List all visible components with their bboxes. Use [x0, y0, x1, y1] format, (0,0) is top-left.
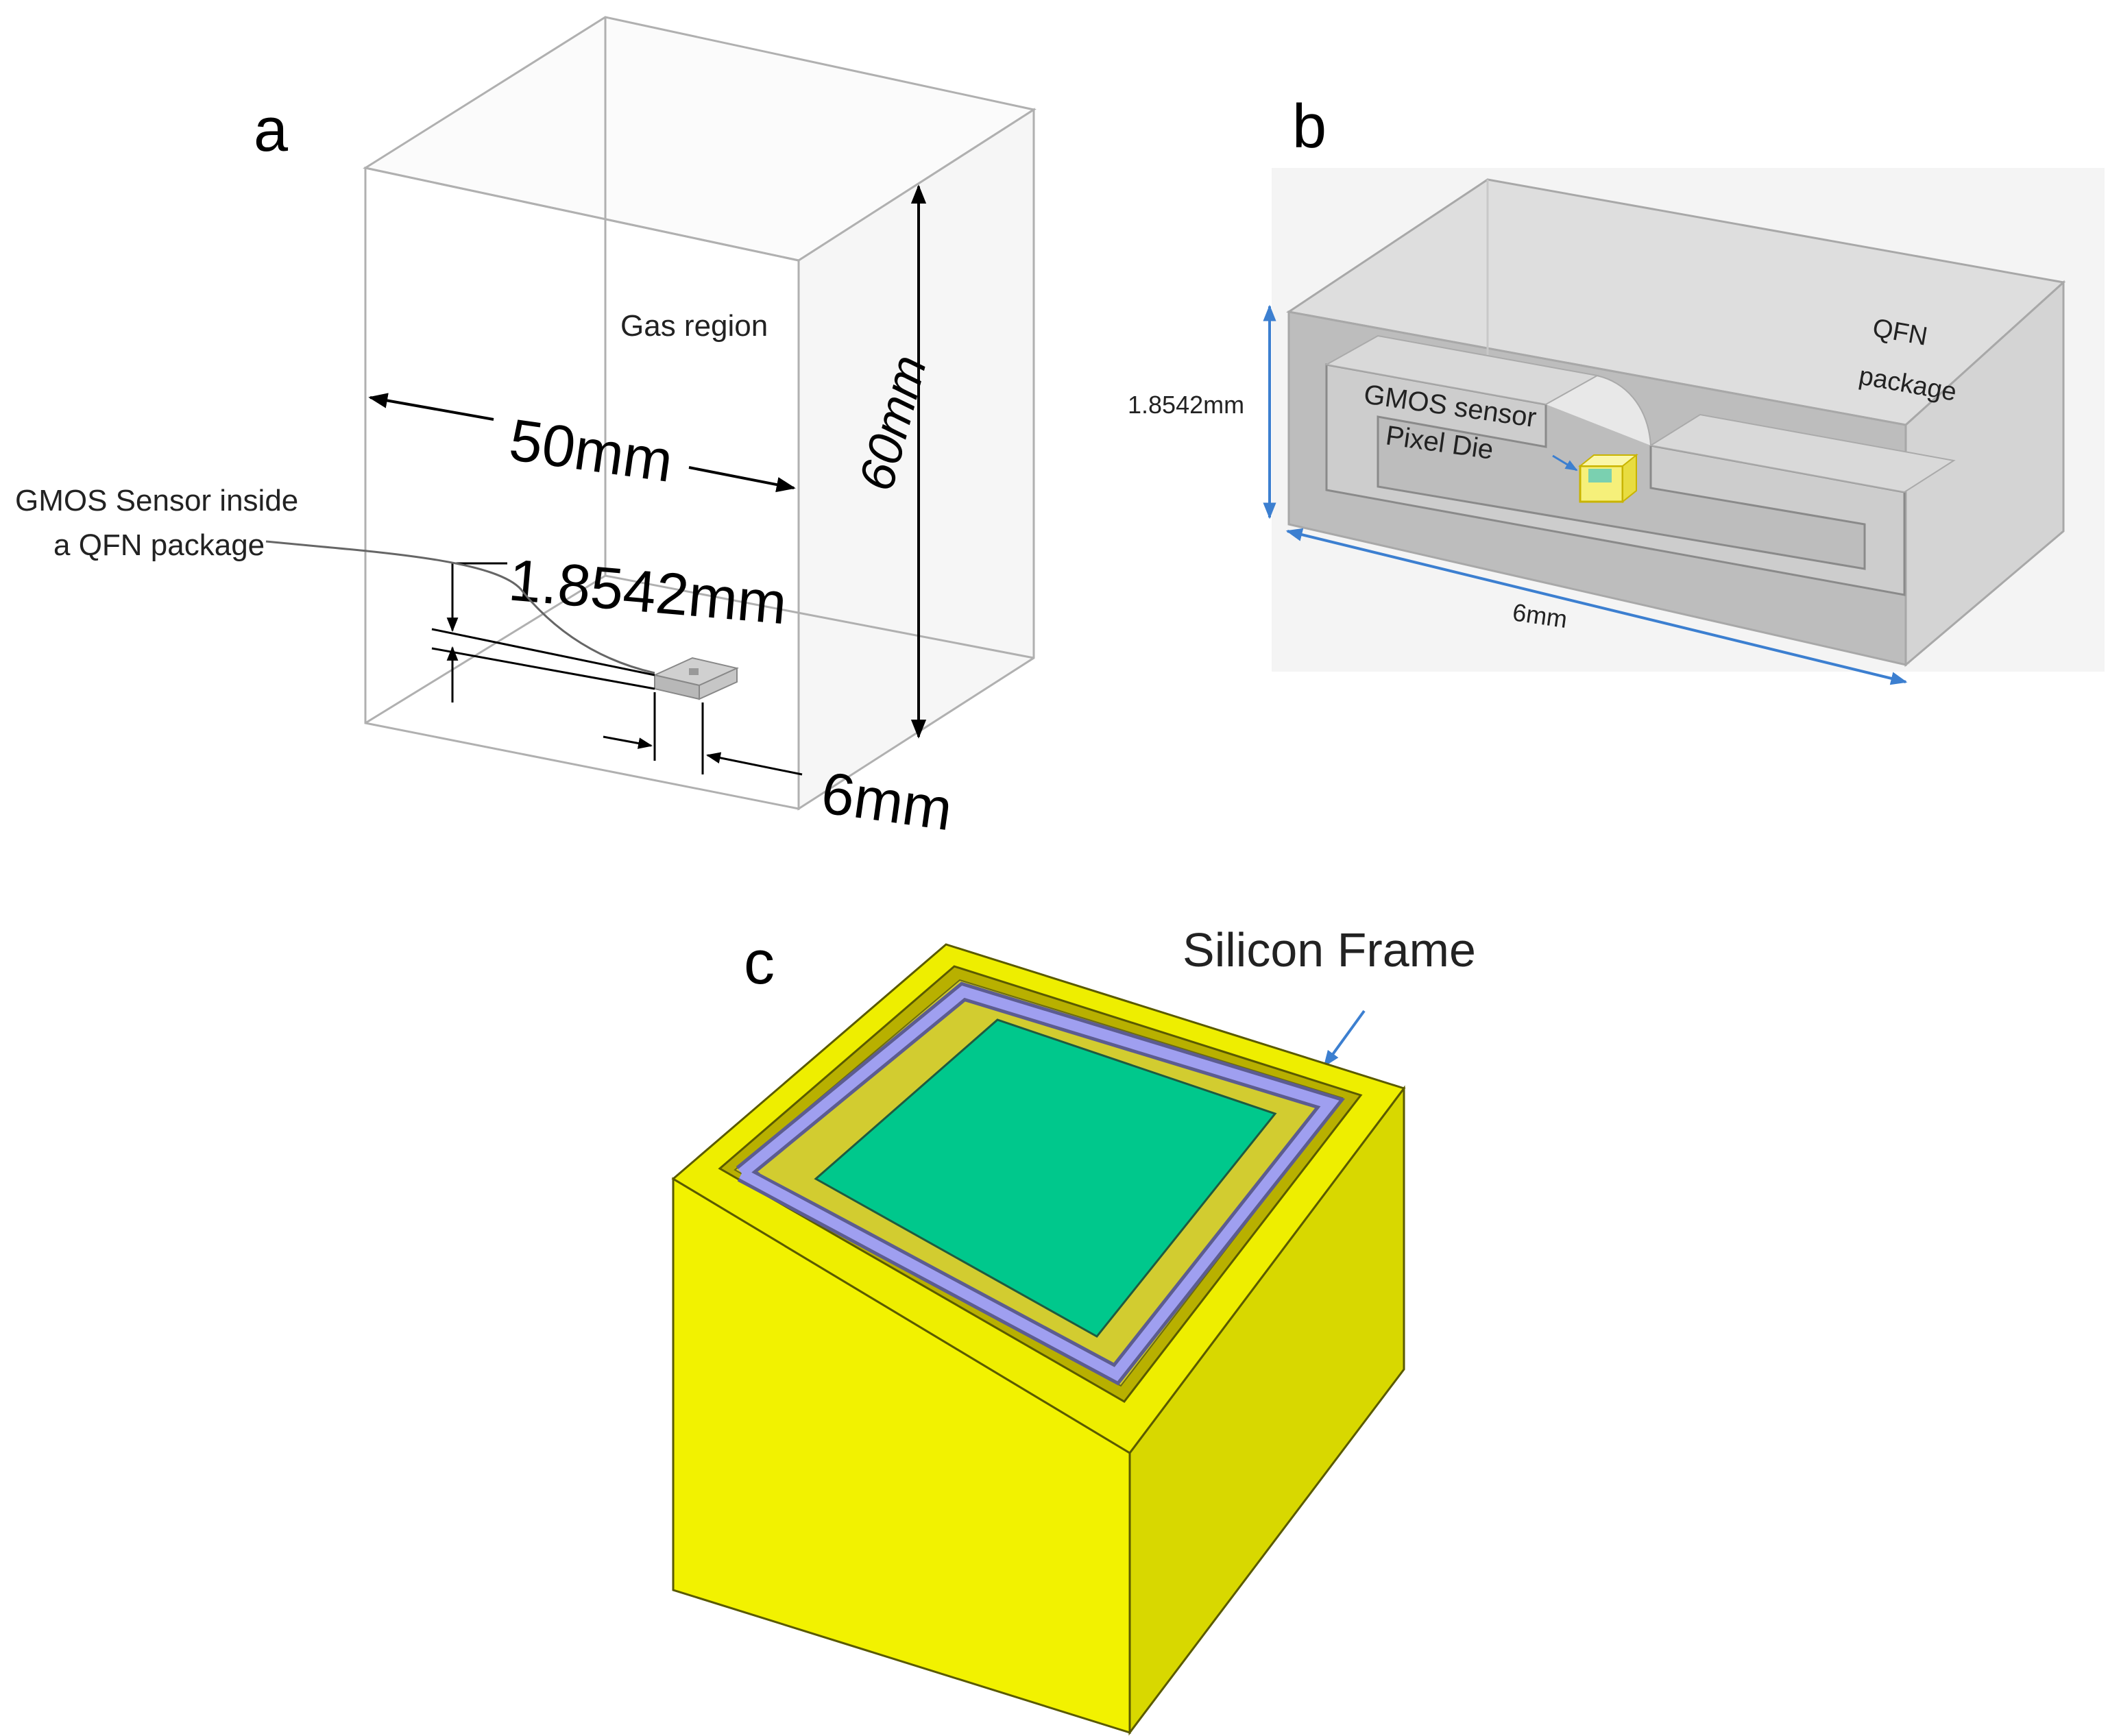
- panel-c-letter: c: [744, 929, 775, 997]
- thickness-dimension-label: 1.8542mm: [506, 547, 789, 637]
- qfn-package-small: [652, 657, 740, 700]
- package-cavity: [1324, 334, 1956, 596]
- thickness-dimension: [431, 562, 655, 702]
- sensor-callout-leader: [265, 540, 655, 674]
- package-width-dimension: [603, 692, 803, 776]
- package-width-arrow: [1285, 528, 1908, 685]
- package-height-label: 1.8542mm: [1128, 391, 1244, 419]
- panel-c: c Silicon Frame: [671, 923, 1476, 1736]
- silicon-frame-pointer: [1323, 1010, 1366, 1067]
- width-arrow-right: [688, 466, 796, 493]
- sensing-membrane: [814, 1018, 1277, 1338]
- sensor-callout-line1: GMOS Sensor inside: [15, 484, 298, 517]
- package-width-dimension-label: 6mm: [817, 760, 956, 844]
- pixel-die-pointer: [1552, 454, 1578, 472]
- panel-b-letter: b: [1292, 93, 1326, 161]
- width-dimension-label: 50mm: [505, 407, 677, 495]
- sensor-callout-line2: a QFN package: [53, 528, 265, 562]
- panel-a: a Gas region 50mm 60mm: [15, 16, 1037, 844]
- panel-b: b GMOS sensor Pixel Die QFN: [1128, 93, 2105, 685]
- width-arrow-left: [368, 393, 494, 421]
- panel-a-letter: a: [254, 96, 289, 164]
- gas-region-label: Gas region: [620, 309, 768, 343]
- silicon-frame-label: Silicon Frame: [1183, 923, 1476, 977]
- pixel-die: [1578, 453, 1638, 504]
- gas-region-box: [363, 16, 1037, 811]
